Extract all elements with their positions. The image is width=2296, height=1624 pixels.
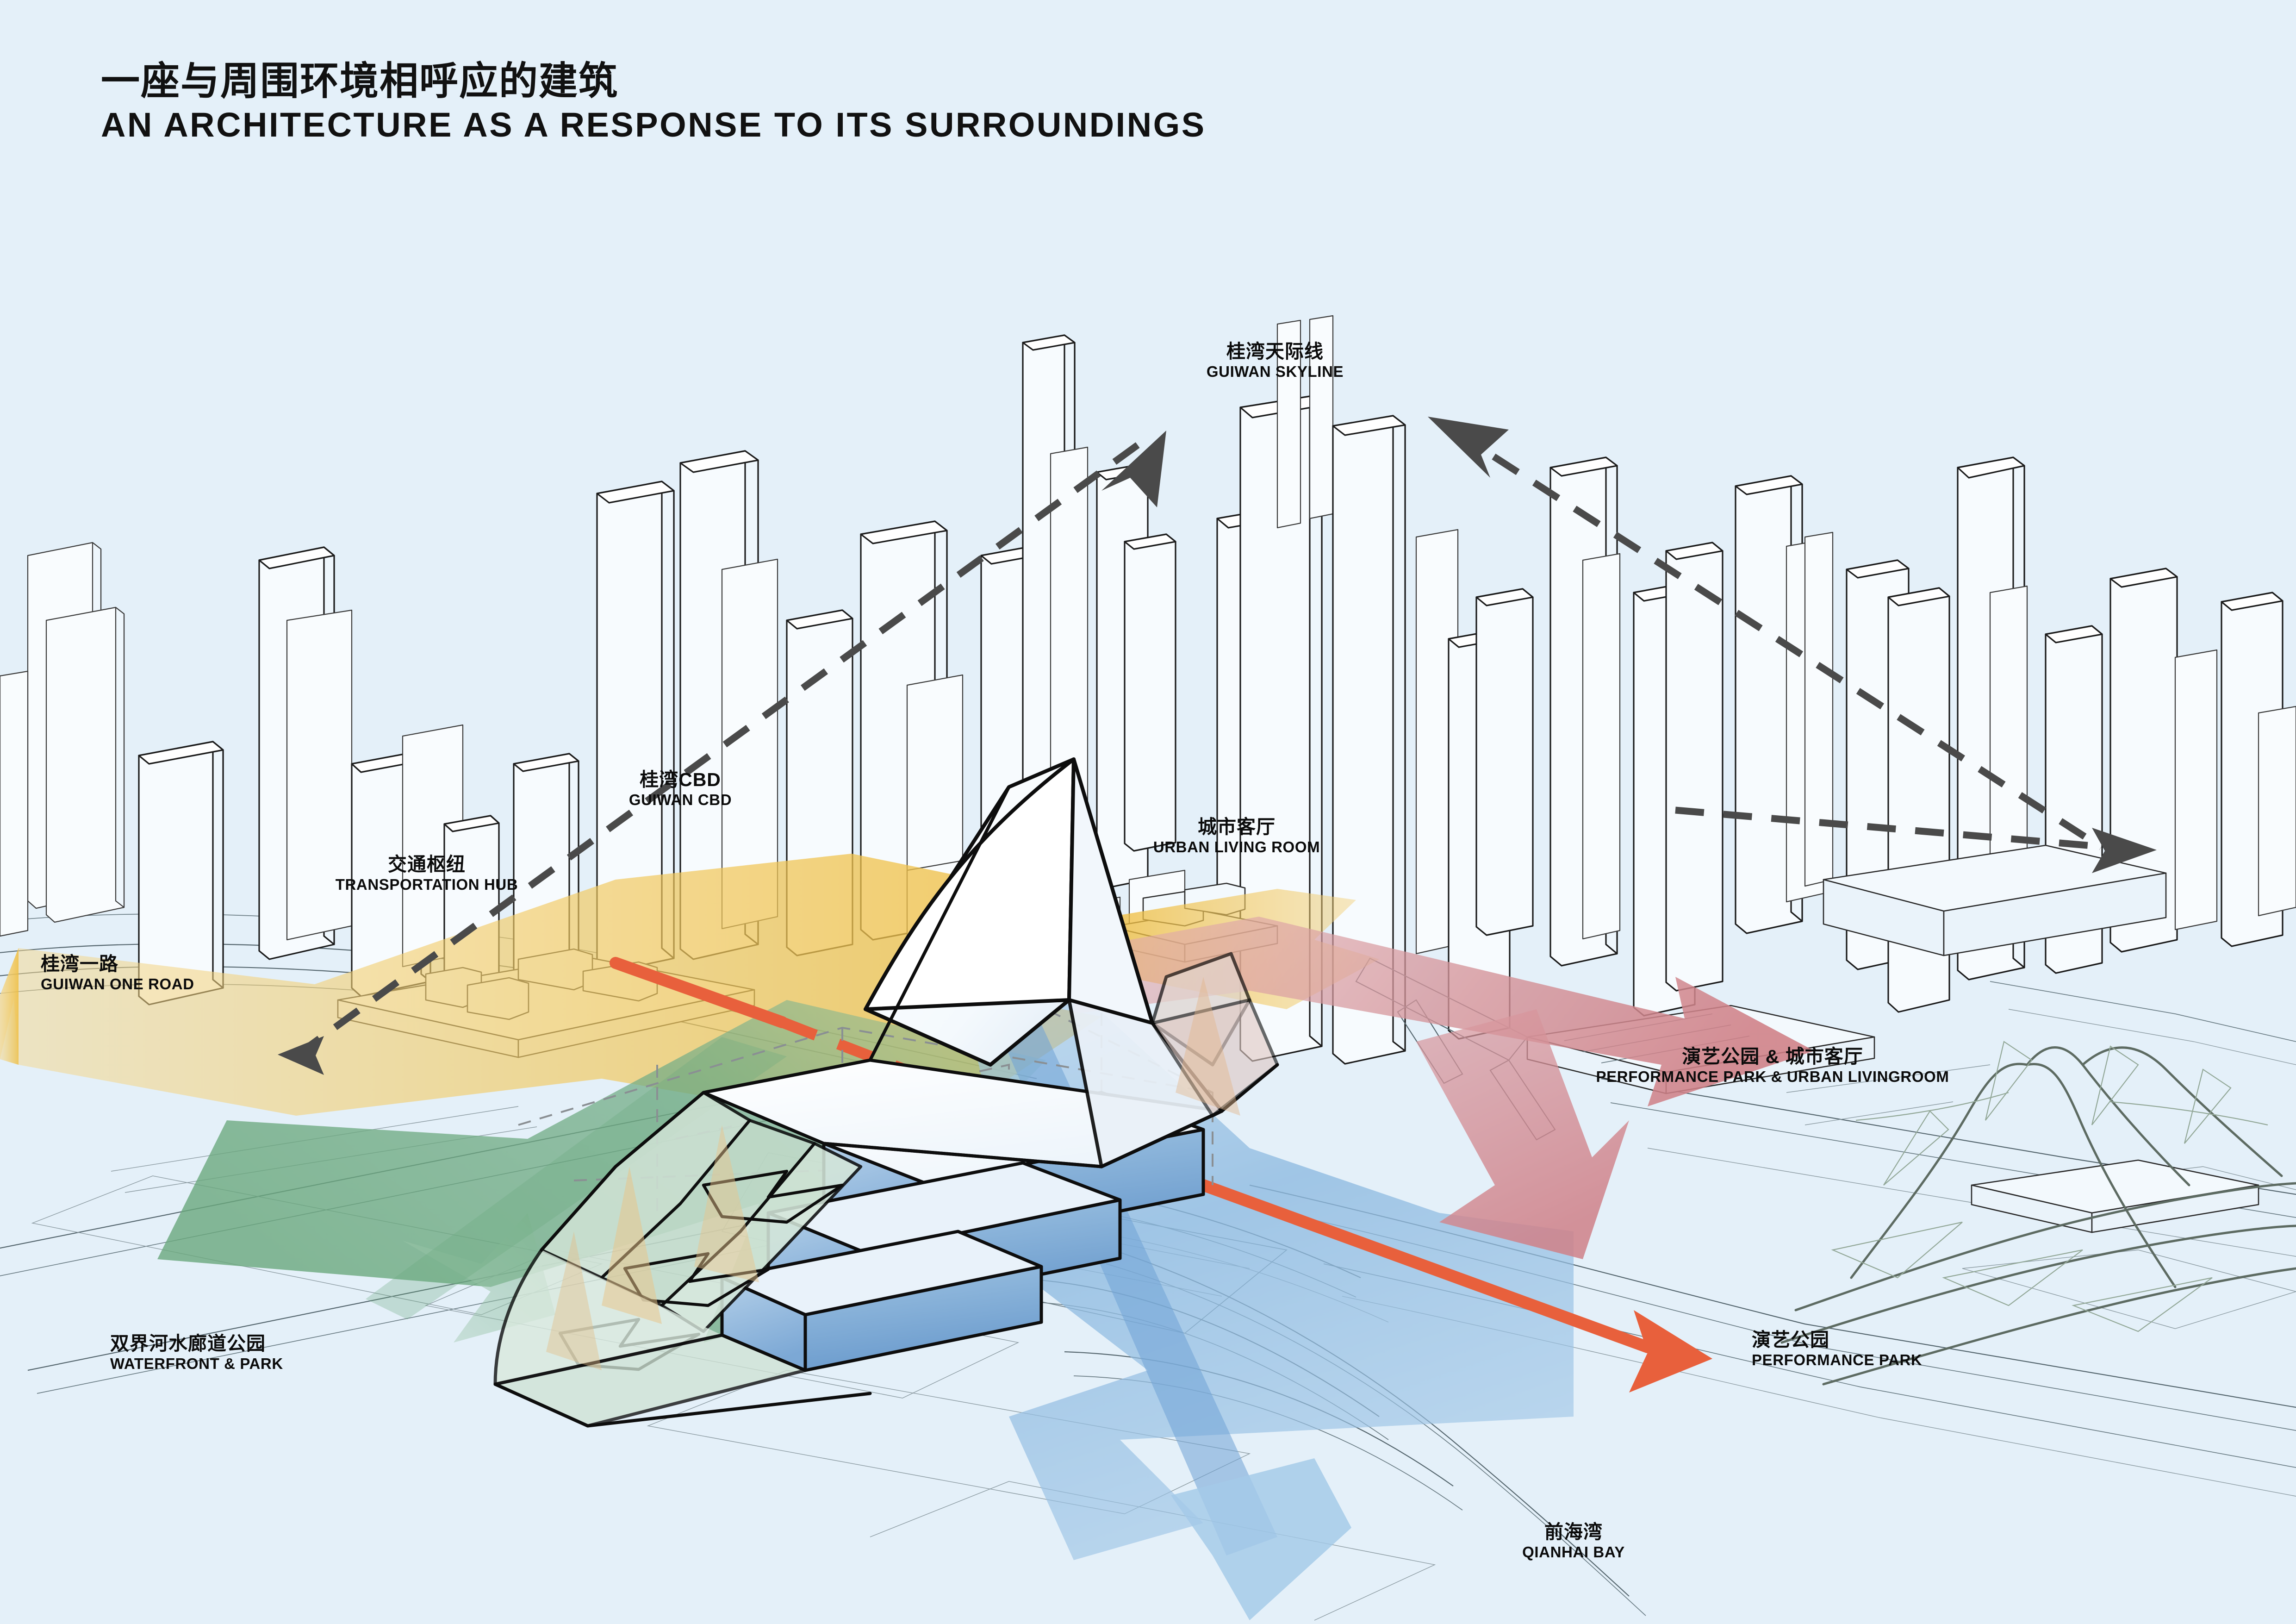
skyline-dashed-axes: [278, 417, 2157, 1075]
label-guiwan-one-road-cn: 桂湾一路: [41, 953, 118, 974]
label-performance-park-cn: 演艺公园: [1752, 1329, 1829, 1350]
label-guiwan-cbd: 桂湾CBD GUIWAN CBD: [629, 768, 732, 809]
label-guiwan-cbd-cn: 桂湾CBD: [640, 769, 721, 790]
label-transportation-hub-cn: 交通枢纽: [388, 854, 466, 875]
label-waterfront-park-cn: 双界河水廊道公园: [110, 1333, 266, 1354]
page-title-cn: 一座与周围环境相呼应的建筑: [101, 59, 619, 103]
project-massing: [493, 757, 1279, 1428]
page-title-en: AN ARCHITECTURE AS A RESPONSE TO ITS SUR…: [101, 106, 1206, 144]
label-performance-park-en: PERFORMANCE PARK: [1752, 1351, 1923, 1369]
label-performance-park: 演艺公园 PERFORMANCE PARK: [1752, 1329, 1922, 1369]
label-guiwan-skyline-cn: 桂湾天际线: [1226, 341, 1324, 362]
label-guiwan-cbd-en: GUIWAN CBD: [628, 791, 732, 809]
label-guiwan-skyline: 桂湾天际线 GUIWAN SKYLINE: [1207, 340, 1344, 381]
label-waterfront-park-en: WATERFRONT & PARK: [110, 1355, 283, 1373]
performance-park-canopy: [1780, 1041, 2296, 1386]
label-guiwan-skyline-en: GUIWAN SKYLINE: [1206, 363, 1344, 381]
label-waterfront-park: 双界河水廊道公园 WATERFRONT & PARK: [110, 1332, 283, 1373]
label-urban-living-room-cn: 城市客厅: [1197, 816, 1276, 837]
label-performance-park-urban-livingroom-en: PERFORMANCE PARK & URBAN LIVINGROOM: [1596, 1068, 1949, 1086]
label-performance-park-urban-livingroom: 演艺公园 & 城市客厅 PERFORMANCE PARK & URBAN LIV…: [1596, 1045, 1949, 1086]
flow-performance-red: [1074, 917, 1814, 1259]
page-title: 一座与周围环境相呼应的建筑 AN ARCHITECTURE AS A RESPO…: [101, 59, 1206, 145]
label-guiwan-one-road-en: GUIWAN ONE ROAD: [41, 975, 194, 993]
right-ground-details: [1990, 981, 2296, 1065]
label-qianhai-bay-cn: 前海湾: [1544, 1521, 1603, 1543]
label-guiwan-one-road: 桂湾一路 GUIWAN ONE ROAD: [41, 953, 194, 993]
label-urban-living-room-en: URBAN LIVING ROOM: [1153, 838, 1320, 856]
label-performance-park-urban-livingroom-cn: 演艺公园 & 城市客厅: [1682, 1046, 1863, 1067]
label-qianhai-bay: 前海湾 QIANHAI BAY: [1522, 1521, 1625, 1562]
label-qianhai-bay-en: QIANHAI BAY: [1522, 1543, 1625, 1561]
label-urban-living-room: 城市客厅 URBAN LIVING ROOM: [1153, 816, 1320, 856]
label-transportation-hub-en: TRANSPORTATION HUB: [335, 876, 518, 893]
label-transportation-hub: 交通枢纽 TRANSPORTATION HUB: [336, 853, 518, 894]
